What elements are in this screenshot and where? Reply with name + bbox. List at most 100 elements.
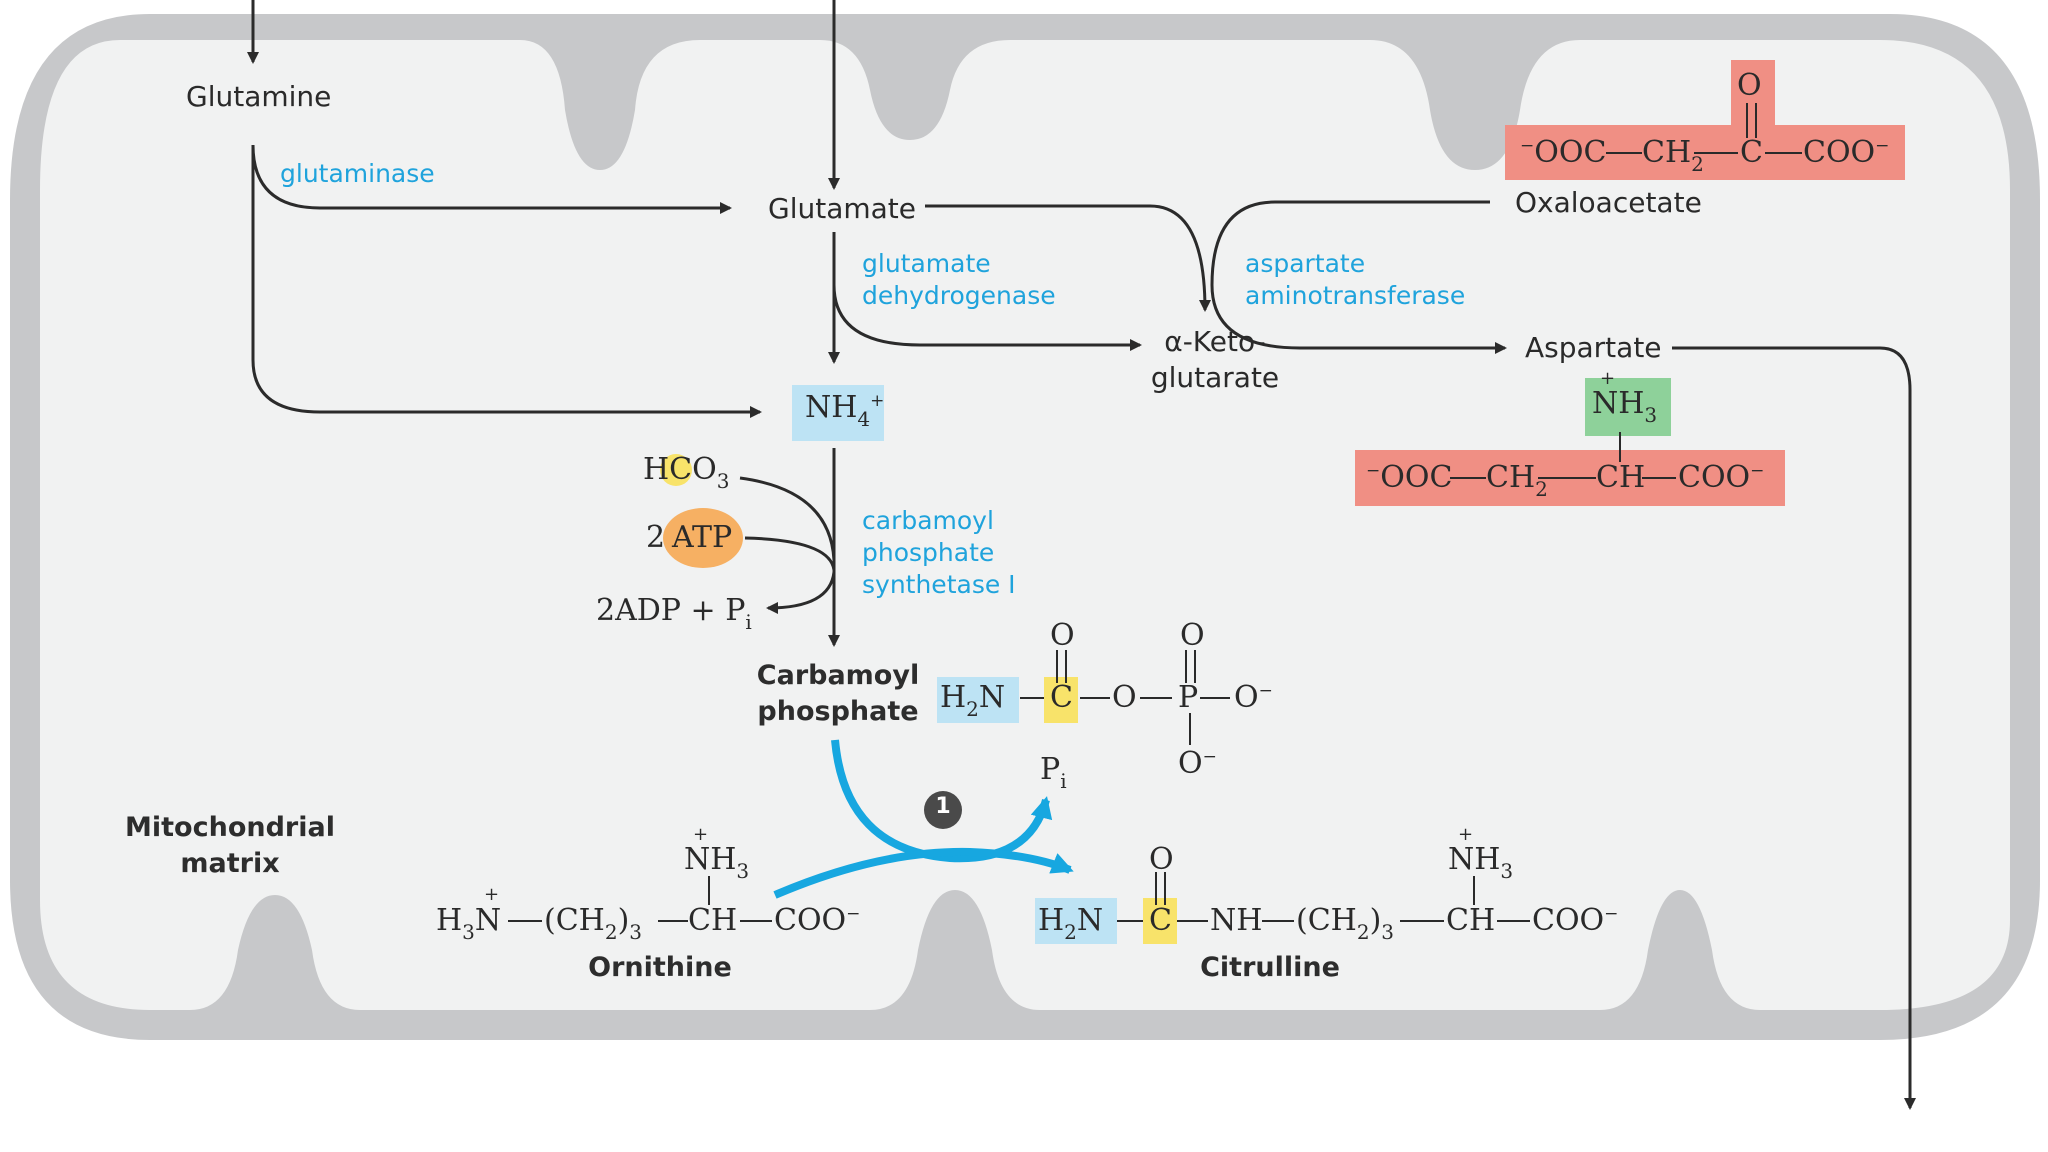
citrulline-amine: NH3 [1448, 842, 1513, 883]
mitochondrial-matrix-line2: matrix [180, 848, 280, 879]
coo-text: COO [1803, 135, 1876, 170]
charge-minus: − [1202, 747, 1217, 767]
ammonium-charge: + [870, 391, 885, 411]
aspartate-aminotransferase-label: aspartate aminotransferase [1245, 248, 1465, 312]
citrulline-ch2-3: (CH2)3 [1296, 903, 1394, 944]
glutamine-label: Glutamine [186, 80, 332, 113]
atp-label: ATP [672, 520, 733, 555]
citrulline-alpha-ch: CH [1446, 903, 1496, 938]
cps-line3: synthetase I [862, 570, 1016, 599]
aspartate-left-carboxylate: −OOC [1366, 460, 1452, 495]
phosphate-product: Pi [1040, 752, 1067, 793]
citrulline-amine-charge: + [1458, 824, 1474, 845]
charge-minus: − [1750, 461, 1765, 481]
sub-2: 2 [604, 920, 618, 944]
charge-minus: − [1520, 136, 1535, 156]
alpha-ketoglutarate-line2: glutarate [1150, 361, 1280, 394]
coo-text: COO [1532, 903, 1605, 938]
step-1-marker [924, 791, 962, 829]
glutamate-label: Glutamate [768, 192, 916, 225]
citrulline-carboxylate: COO− [1532, 903, 1618, 938]
citrulline-amine-box [1035, 898, 1117, 944]
paren-close: ) [617, 903, 630, 938]
phosphate-p: P [1040, 752, 1061, 787]
alpha-ketoglutarate-line1: α-Keto- [1164, 325, 1266, 358]
ornithine-label: Ornithine [588, 952, 732, 983]
ast-line1: aspartate [1245, 249, 1366, 278]
ch-text: CH [1486, 460, 1536, 495]
citrulline-carbonyl-o: O [1149, 842, 1174, 877]
aspartate-amine-box [1585, 378, 1671, 436]
arrow-glutamate-to-transaminase [925, 204, 1211, 312]
h-text: H [436, 903, 463, 938]
alpha-ketoglutarate-label: α-Keto- glutarate [1130, 324, 1300, 396]
ornithine-amine-charge: + [693, 824, 709, 845]
ooc-text: OOC [1380, 460, 1453, 495]
aspartate-alpha-ch: CH [1596, 460, 1646, 495]
ornithine-alpha-ch: CH [688, 903, 738, 938]
ornithine-n-charge: + [484, 884, 500, 905]
adp-sub: i [745, 610, 752, 634]
citrulline-label: Citrulline [1200, 952, 1340, 983]
coo-text: COO [1678, 460, 1751, 495]
coo-text: COO [774, 903, 847, 938]
ammonium-box [792, 385, 884, 441]
charge-minus: − [846, 904, 861, 924]
aspartate-label: Aspartate [1525, 331, 1662, 364]
citrulline-carbon-box [1143, 898, 1177, 944]
adp-pi: 2ADP + Pi [596, 593, 752, 634]
aspartate-amine-charge: + [1600, 368, 1616, 389]
bicarbonate: HCO3 [643, 452, 729, 493]
oxaloacetate-carbonyl-box [1731, 60, 1775, 130]
sub-2: 2 [966, 697, 979, 721]
sub-3: 3 [629, 920, 643, 944]
sub-3: 3 [462, 920, 475, 944]
sub-2: 2 [1356, 920, 1370, 944]
carbamoyl-carbon: C [1050, 680, 1073, 715]
arrow-adp-out [766, 571, 836, 614]
citrulline-h2n: H2N [1038, 903, 1103, 944]
ornithine-carboxylate: COO− [774, 903, 860, 938]
cps-line1: carbamoyl [862, 506, 994, 535]
carbamoyl-amine-box [937, 677, 1019, 723]
carbamoyl-bridging-o: O [1112, 680, 1137, 715]
phosphorus: P [1178, 680, 1199, 715]
aspartate-ch2: CH2 [1486, 460, 1548, 501]
charge-minus: − [1366, 461, 1381, 481]
arrow-oxaloacetate-to-aspartate [1210, 200, 1507, 354]
citrulline-nh: NH [1210, 903, 1263, 938]
arrow-ornithine-to-citrulline [773, 847, 1074, 899]
oxaloacetate-label: Oxaloacetate [1515, 186, 1702, 219]
sub-2: 2 [1064, 920, 1077, 944]
nh-text: NH [1592, 386, 1645, 421]
atp-highlight [663, 508, 743, 568]
ornithine-amine: NH3 [684, 842, 749, 883]
n-text: N [978, 680, 1006, 715]
ammonium-ion: NH4+ [805, 390, 885, 431]
bicarbonate-c: C [669, 452, 693, 487]
carbamoyl-phosphate-label: Carbamoyl phosphate [748, 658, 928, 730]
sub-3: 3 [1500, 859, 1514, 883]
ch2-open: (CH [544, 903, 605, 938]
ch-text: CH [1642, 135, 1692, 170]
charge-minus: − [1875, 136, 1890, 156]
mitochondrial-matrix-area [40, 40, 2010, 1010]
charge-minus: − [1258, 681, 1273, 701]
glutaminase-label: glutaminase [280, 159, 435, 188]
glutamate-dehydrogenase-label: glutamate dehydrogenase [862, 248, 1056, 312]
phosphate-sub: i [1060, 769, 1067, 793]
carbamoyl-carbonyl-o: O [1050, 618, 1075, 653]
oxaloacetate-carbonyl-o: O [1737, 68, 1762, 103]
phosphoryl-o: O [1180, 618, 1205, 653]
sub-3: 3 [1381, 920, 1395, 944]
h-text: H [940, 680, 967, 715]
arrow-glutamine-to-ammonium [251, 145, 762, 418]
mitochondrial-matrix-line1: Mitochondrial [125, 812, 335, 843]
carbamoyl-phosphate-line2: phosphate [757, 696, 919, 727]
arrow-carbamoyl-to-pi [831, 739, 1053, 863]
bicarbonate-o: O [692, 452, 717, 487]
oxaloacetate-left-carboxylate: −OOC [1520, 135, 1606, 170]
aspartate-amine: NH3 [1592, 386, 1657, 427]
nh-text: NH [684, 842, 737, 877]
adp-text: 2ADP + P [596, 593, 746, 628]
